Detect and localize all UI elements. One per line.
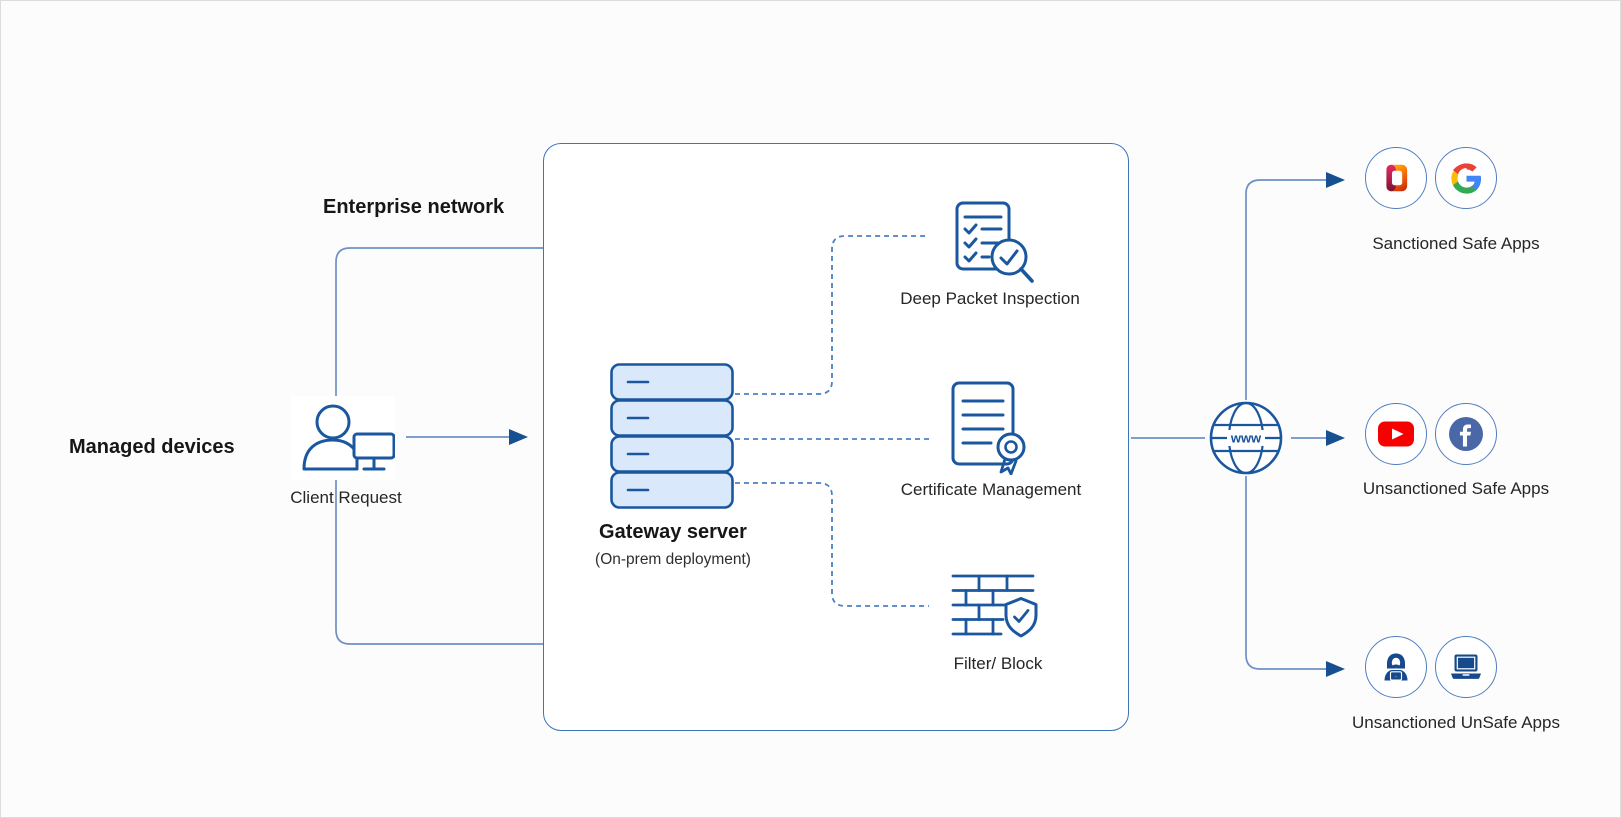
certificate-seal-icon <box>951 381 1026 475</box>
deep-packet-inspection-label: Deep Packet Inspection <box>900 289 1080 308</box>
facebook-icon <box>1449 417 1483 451</box>
certificate-management-label: Certificate Management <box>900 480 1082 499</box>
arrowhead-icon <box>1326 172 1345 188</box>
app-circle-google <box>1435 147 1497 209</box>
internet-to-unsanctioned-unsafe-line <box>1245 476 1327 670</box>
app-circle-facebook <box>1435 403 1497 465</box>
hacker-icon <box>1384 653 1408 681</box>
internet-to-sanctioned-line <box>1245 179 1327 400</box>
google-icon <box>1450 162 1481 194</box>
globe-icon: www <box>1209 401 1283 475</box>
arrowhead-icon <box>509 429 528 445</box>
gateway-server-title: Gateway server <box>599 521 747 543</box>
client-request-label: Client Request <box>290 488 402 507</box>
filter-block-label: Filter/ Block <box>953 654 1043 673</box>
microsoft-office-icon <box>1386 164 1408 192</box>
app-circle-youtube <box>1365 403 1427 465</box>
youtube-icon <box>1378 421 1414 447</box>
app-circle-office <box>1365 147 1427 209</box>
user-with-monitor-icon <box>291 396 395 480</box>
www-label: www <box>1230 431 1262 446</box>
unsanctioned-safe-apps-label: Unsanctioned Safe Apps <box>1362 479 1550 498</box>
firewall-shield-icon <box>951 574 1038 638</box>
laptop-icon <box>1451 654 1481 679</box>
sanctioned-safe-apps-label: Sanctioned Safe Apps <box>1372 234 1540 253</box>
arrowhead-icon <box>1326 661 1345 677</box>
app-circle-laptop <box>1435 636 1497 698</box>
arrowhead-icon <box>1326 430 1345 446</box>
unsanctioned-unsafe-apps-label: Unsanctioned UnSafe Apps <box>1352 713 1560 732</box>
checklist-magnifier-icon <box>955 201 1034 283</box>
app-circle-hacker <box>1365 636 1427 698</box>
enterprise-network-label: Enterprise network <box>323 196 505 218</box>
managed-devices-label: Managed devices <box>69 436 235 458</box>
server-stack-icon <box>610 363 734 509</box>
gateway-server-subtitle: (On-prem deployment) <box>595 551 751 568</box>
